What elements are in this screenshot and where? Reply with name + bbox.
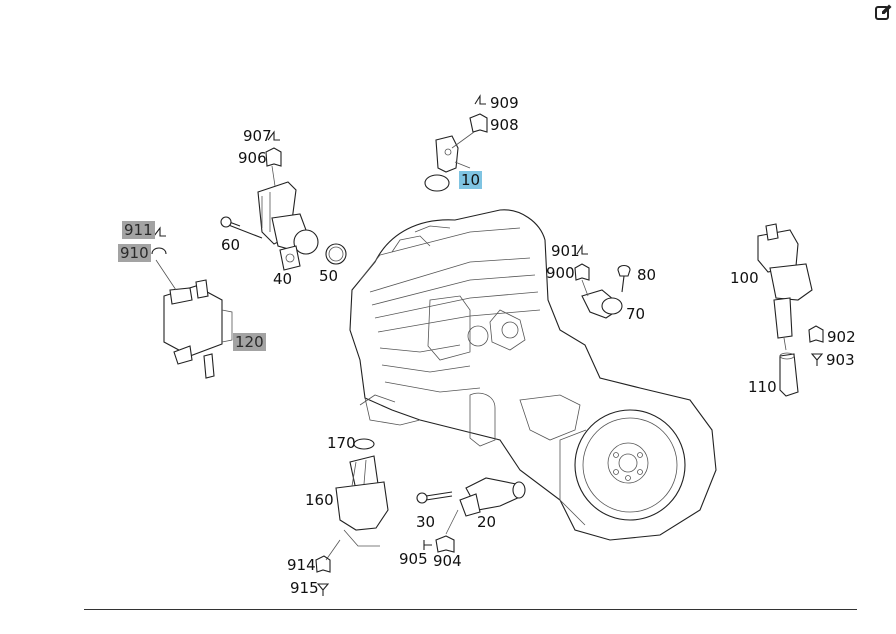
part-label-915[interactable]: 915 — [290, 579, 319, 597]
part-label-900[interactable]: 900 — [546, 264, 575, 282]
engine-block-drawing — [349, 209, 717, 541]
fastener-symbols-914-915 — [315, 555, 331, 596]
fastener-symbols-906-907 — [265, 130, 282, 187]
fastener-symbols-904-905 — [423, 535, 455, 553]
part-10-drawing — [424, 135, 471, 192]
part-label-110[interactable]: 110 — [748, 378, 777, 396]
part-label-100[interactable]: 100 — [730, 269, 759, 287]
part-label-902[interactable]: 902 — [827, 328, 856, 346]
part-label-909[interactable]: 909 — [490, 94, 519, 112]
edit-button[interactable] — [874, 2, 894, 22]
part-120-drawing — [155, 259, 233, 379]
part-70-drawing — [581, 264, 631, 319]
fastener-symbols-902-903 — [808, 325, 824, 366]
part-label-910[interactable]: 910 — [118, 244, 151, 262]
part-100-drawing — [757, 223, 813, 397]
part-label-10[interactable]: 10 — [459, 171, 483, 189]
part-40-drawing — [220, 181, 347, 271]
part-label-170[interactable]: 170 — [327, 434, 356, 452]
fastener-symbols-900-901 — [574, 244, 590, 281]
part-label-906[interactable]: 906 — [238, 149, 267, 167]
part-label-907[interactable]: 907 — [243, 127, 272, 145]
part-label-30[interactable]: 30 — [416, 513, 436, 531]
part-label-50[interactable]: 50 — [319, 267, 339, 285]
part-label-911[interactable]: 911 — [122, 221, 155, 239]
part-label-901[interactable]: 901 — [551, 242, 580, 260]
part-label-80[interactable]: 80 — [637, 266, 657, 284]
part-label-60[interactable]: 60 — [221, 236, 241, 254]
part-160-drawing — [325, 438, 389, 561]
bottom-divider — [84, 609, 857, 610]
fastener-symbols-910-911 — [151, 226, 167, 255]
part-label-70[interactable]: 70 — [626, 305, 646, 323]
part-label-905[interactable]: 905 — [399, 550, 428, 568]
part-label-914[interactable]: 914 — [287, 556, 316, 574]
part-label-904[interactable]: 904 — [433, 552, 462, 570]
part-label-40[interactable]: 40 — [273, 270, 293, 288]
fastener-symbols-908-909 — [451, 94, 488, 149]
part-label-120[interactable]: 120 — [233, 333, 266, 351]
part-label-160[interactable]: 160 — [305, 491, 334, 509]
part-label-903[interactable]: 903 — [826, 351, 855, 369]
part-label-20[interactable]: 20 — [477, 513, 497, 531]
part-20-drawing — [416, 477, 526, 535]
part-label-908[interactable]: 908 — [490, 116, 519, 134]
pencil-square-icon — [875, 4, 892, 20]
